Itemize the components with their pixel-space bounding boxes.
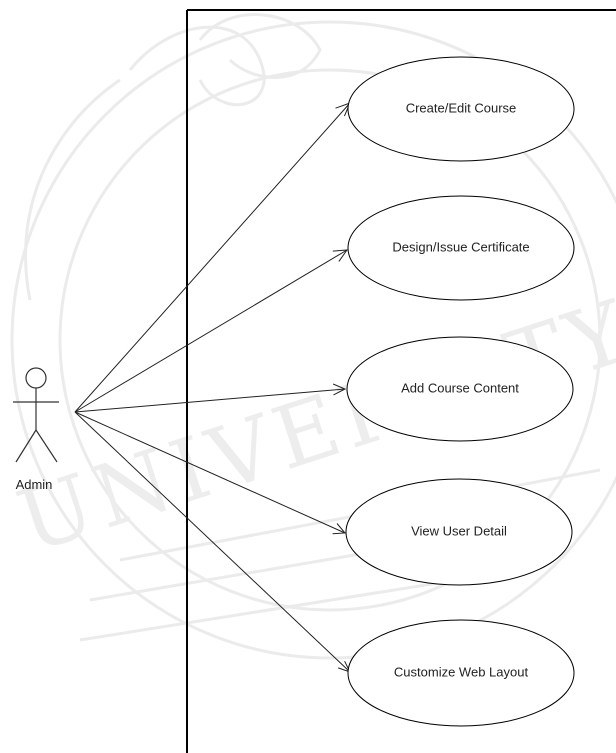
association-design-issue-certificate [74,249,349,413]
use-case-create-edit-course: Create/Edit Course [347,56,575,162]
use-case-view-user-detail: View User Detail [345,478,573,586]
use-case-label: Add Course Content [401,380,519,395]
use-case-label: Create/Edit Course [406,100,517,115]
use-case-label: View User Detail [411,523,507,538]
use-case-label: Customize Web Layout [394,664,529,679]
stick-figure-icon [13,367,59,463]
use-case-label: Design/Issue Certificate [392,239,529,254]
use-case-add-course-content: Add Course Content [346,336,574,442]
association-view-user-detail [74,411,347,535]
association-create-edit-course [74,102,351,413]
use-case-design-issue-certificate: Design/Issue Certificate [347,195,575,301]
association-add-course-content [74,383,347,413]
use-case-customize-web-layout: Customize Web Layout [347,619,575,727]
actor-label: Admin [16,477,53,492]
actor-admin: Admin [13,367,59,492]
